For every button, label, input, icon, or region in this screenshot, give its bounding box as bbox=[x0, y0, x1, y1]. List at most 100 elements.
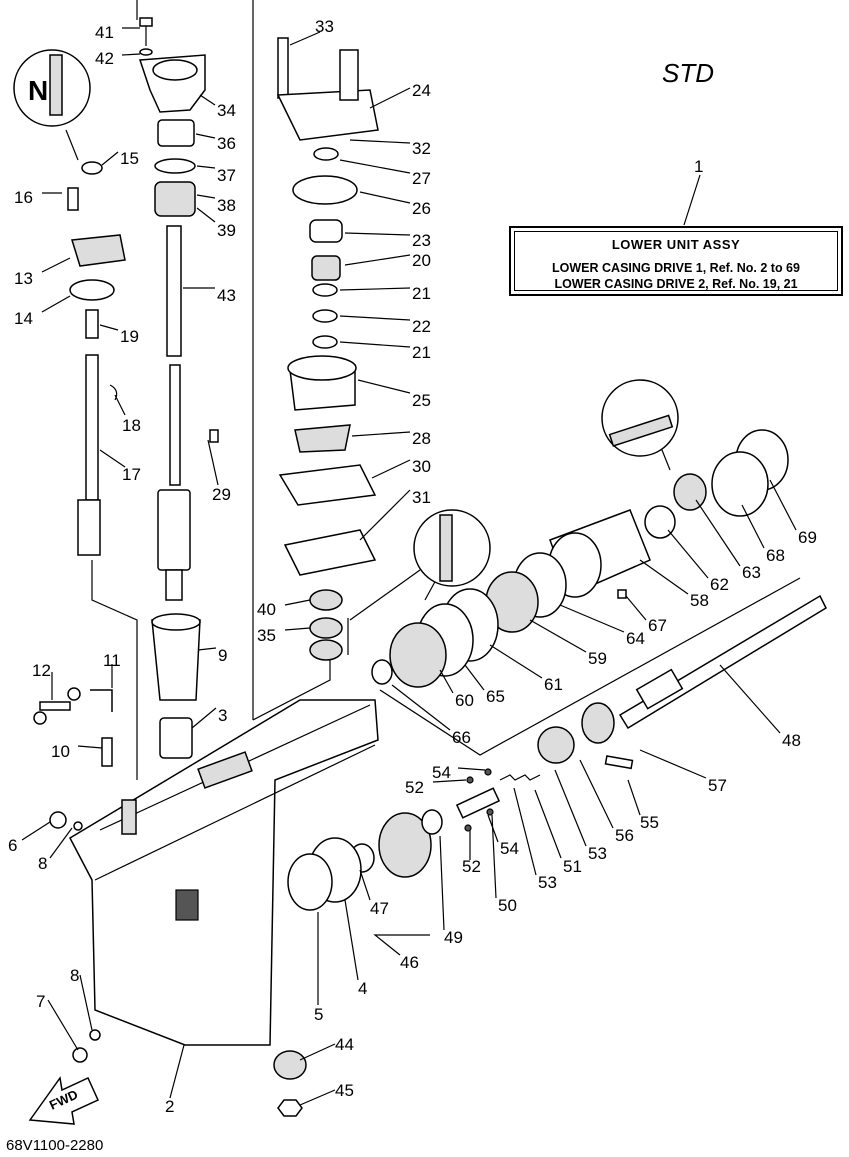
callout-leader-29 bbox=[207, 439, 219, 486]
callout-leader-53 bbox=[513, 787, 537, 876]
callout-leader-8 bbox=[79, 974, 93, 1031]
parts-art: N bbox=[13, 17, 827, 1117]
callout-leader-10 bbox=[77, 745, 103, 749]
assembly-box-inner-border: LOWER UNIT ASSY LOWER CASING DRIVE 1, Re… bbox=[514, 231, 838, 291]
callout-leader-8 bbox=[49, 827, 73, 859]
callout-leader-25 bbox=[357, 379, 411, 394]
callout-number-49: 49 bbox=[444, 928, 463, 947]
callout-leader-7 bbox=[47, 999, 79, 1051]
callout-number-44: 44 bbox=[335, 1035, 354, 1054]
callout-leader-18 bbox=[114, 394, 126, 416]
callout-number-2: 2 bbox=[165, 1097, 174, 1116]
callout-number-35: 35 bbox=[257, 626, 276, 645]
callout-number-43: 43 bbox=[217, 286, 236, 305]
callout-leader-58 bbox=[639, 559, 689, 595]
callout-leader-19 bbox=[99, 324, 119, 331]
callout-number-52: 52 bbox=[405, 778, 424, 797]
callout-number-4: 4 bbox=[358, 979, 367, 998]
callout-number-17: 17 bbox=[122, 465, 141, 484]
callout-number-5: 5 bbox=[314, 1005, 323, 1024]
forward-direction-arrow: FWD bbox=[28, 1076, 99, 1125]
callout-number-39: 39 bbox=[217, 221, 236, 240]
callout-leader-27 bbox=[339, 159, 411, 174]
callout-number-33: 33 bbox=[315, 17, 334, 36]
callout-number-21: 21 bbox=[412, 343, 431, 362]
callout-number-63: 63 bbox=[742, 563, 761, 582]
callout-leader-52 bbox=[432, 779, 467, 783]
callout-number-50: 50 bbox=[498, 896, 517, 915]
callout-number-29: 29 bbox=[212, 485, 231, 504]
callout-leader-9 bbox=[197, 647, 217, 651]
assembly-ref-number: 1 bbox=[694, 157, 703, 176]
callout-number-7: 7 bbox=[36, 992, 45, 1011]
callout-number-27: 27 bbox=[412, 169, 431, 188]
callout-number-18: 18 bbox=[122, 416, 141, 435]
clearance-detail-2 bbox=[608, 414, 674, 447]
callout-leader-60 bbox=[439, 669, 454, 694]
callout-leader-54 bbox=[457, 767, 486, 771]
callout-leader-57 bbox=[639, 749, 707, 779]
callout-leader-62 bbox=[667, 529, 709, 579]
callout-leader-39 bbox=[196, 207, 216, 223]
callout-leader-26 bbox=[359, 191, 411, 204]
callout-leader-59 bbox=[529, 619, 587, 653]
callout-number-62: 62 bbox=[710, 575, 729, 594]
callout-leader-46 bbox=[373, 934, 430, 956]
callout-leader-53 bbox=[554, 769, 587, 847]
callout-leader-14 bbox=[41, 295, 71, 313]
callout-number-24: 24 bbox=[412, 81, 431, 100]
callout-number-11: 11 bbox=[103, 651, 121, 670]
callout-leader-44 bbox=[299, 1043, 336, 1061]
callout-leader-48 bbox=[719, 664, 781, 734]
callout-number-15: 15 bbox=[120, 149, 139, 168]
assembly-title: LOWER UNIT ASSY bbox=[611, 237, 741, 252]
callout-number-13: 13 bbox=[14, 269, 33, 288]
callout-number-23: 23 bbox=[412, 231, 431, 250]
callout-leader-47 bbox=[359, 869, 371, 901]
callout-number-26: 26 bbox=[412, 199, 431, 218]
callout-number-28: 28 bbox=[412, 429, 431, 448]
callout-number-48: 48 bbox=[782, 731, 801, 750]
assembly-reference-box: LOWER UNIT ASSY LOWER CASING DRIVE 1, Re… bbox=[509, 226, 843, 296]
callout-number-37: 37 bbox=[217, 166, 236, 185]
callout-number-38: 38 bbox=[217, 196, 236, 215]
callout-number-30: 30 bbox=[412, 457, 431, 476]
callout-leader-28 bbox=[351, 431, 411, 437]
callout-number-64: 64 bbox=[626, 629, 645, 648]
callout-number-66: 66 bbox=[452, 728, 471, 747]
callout-number-36: 36 bbox=[217, 134, 236, 153]
callout-number-10: 10 bbox=[51, 742, 70, 761]
callout-leader-49 bbox=[439, 835, 445, 931]
callout-number-19: 19 bbox=[120, 327, 139, 346]
callout-number-3: 3 bbox=[218, 706, 227, 725]
callout-number-68: 68 bbox=[766, 546, 785, 565]
callout-leader-38 bbox=[196, 194, 216, 199]
callout-number-46: 46 bbox=[400, 953, 419, 972]
callout-leader-68 bbox=[741, 504, 765, 549]
callout-leader-2 bbox=[169, 1044, 185, 1099]
callout-number-53: 53 bbox=[538, 873, 557, 892]
callout-leader-40 bbox=[284, 599, 311, 606]
callout-leader-4 bbox=[344, 899, 359, 981]
callout-number-8: 8 bbox=[38, 854, 47, 873]
clearance-detail-1 bbox=[439, 514, 453, 582]
callout-leader-45 bbox=[299, 1089, 336, 1106]
callout-leader-32 bbox=[349, 139, 411, 144]
callout-leader-3 bbox=[191, 707, 217, 729]
callout-leader-30 bbox=[371, 459, 411, 479]
callout-leader-51 bbox=[534, 789, 562, 859]
callout-number-55: 55 bbox=[640, 813, 659, 832]
callout-number-52: 52 bbox=[462, 857, 481, 876]
callout-leader-22 bbox=[339, 315, 411, 321]
callout-leader-55 bbox=[627, 779, 641, 816]
callout-number-22: 22 bbox=[412, 317, 431, 336]
callout-leader-24 bbox=[369, 87, 411, 109]
callout-number-47: 47 bbox=[370, 899, 389, 918]
callout-number-60: 60 bbox=[455, 691, 474, 710]
shift-rod-detail bbox=[49, 54, 63, 116]
callout-number-54: 54 bbox=[432, 763, 451, 782]
callout-number-21: 21 bbox=[412, 284, 431, 303]
callout-number-57: 57 bbox=[708, 776, 727, 795]
callout-number-67: 67 bbox=[648, 616, 667, 635]
